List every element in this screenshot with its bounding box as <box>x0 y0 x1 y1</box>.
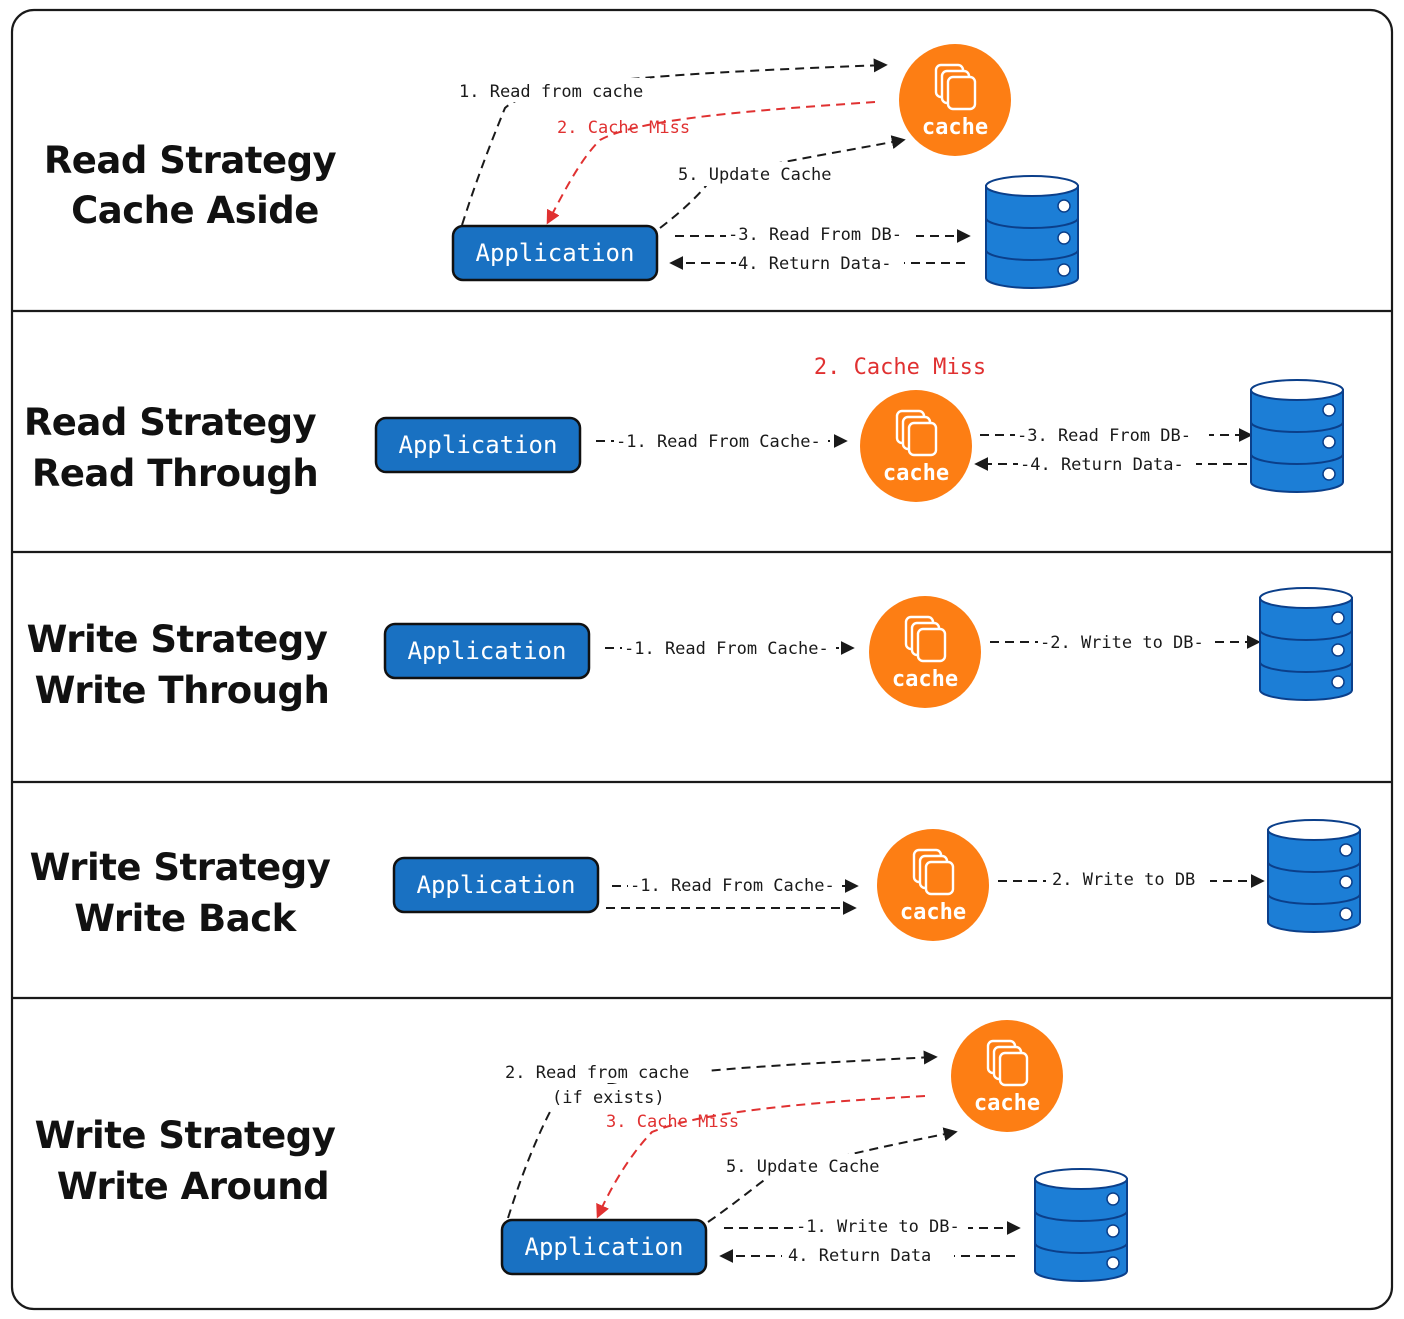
application-node: Application <box>451 224 659 282</box>
arrow-update-cache <box>659 135 906 229</box>
application-node: Application <box>374 416 582 474</box>
database-node <box>1250 379 1344 493</box>
label-return-data: -4. Return Data- <box>1020 455 1184 475</box>
label-return-data: 4. Return Data <box>788 1246 931 1266</box>
database-cylinder-icon <box>1034 1168 1128 1282</box>
panel-write-around: Write Strategy Write Around 2. Read from… <box>35 1018 1128 1282</box>
panel-title-line2: Write Around <box>57 1165 329 1208</box>
label-write-to-db: -1. Write to DB- <box>796 1217 960 1237</box>
cache-node: cache <box>897 42 1013 158</box>
label-read-from-cache: -1. Read From Cache- <box>624 639 829 659</box>
arrow-cache-miss <box>546 101 876 225</box>
cache-label: cache <box>974 1091 1040 1116</box>
cache-label: cache <box>892 667 958 692</box>
label-update-cache: 5. Update Cache <box>726 1157 880 1177</box>
cache-node: cache <box>867 594 983 710</box>
panel-title-line1: Write Strategy <box>27 618 328 661</box>
cache-node: cache <box>949 1018 1065 1134</box>
cache-node: cache <box>858 388 974 504</box>
panel-title-line1: Write Strategy <box>30 846 331 889</box>
label-cache-miss: 3. Cache Miss <box>606 1112 739 1132</box>
panel-title-line2: Write Through <box>35 669 330 712</box>
panel-write-back: Write Strategy Write Back -1. Read From … <box>30 819 1361 943</box>
label-if-exists: (if exists) <box>552 1088 665 1108</box>
panel-title-line1: Read Strategy <box>24 401 317 444</box>
application-node: Application <box>392 856 600 914</box>
database-cylinder-icon <box>1259 587 1353 701</box>
cache-node: cache <box>875 827 991 943</box>
cache-label: cache <box>900 900 966 925</box>
application-label: Application <box>408 637 567 665</box>
panel-write-through: Write Strategy Write Through -1. Read Fr… <box>27 587 1353 712</box>
database-node <box>1034 1168 1128 1282</box>
panel-title-line2: Read Through <box>32 452 318 495</box>
database-cylinder-icon <box>985 175 1079 289</box>
database-node <box>985 175 1079 289</box>
label-read-from-cache: -1. Read From Cache- <box>616 432 821 452</box>
database-cylinder-icon <box>1250 379 1344 493</box>
label-read-from-db: -3. Read From DB- <box>728 225 902 245</box>
label-read-from-cache: 1. Read from cache <box>459 82 643 102</box>
application-node: Application <box>383 622 591 680</box>
label-update-cache: 5. Update Cache <box>678 165 832 185</box>
label-cache-miss: 2. Cache Miss <box>814 355 986 380</box>
cache-label: cache <box>883 461 949 486</box>
application-node: Application <box>500 1218 708 1276</box>
label-return-data: 4. Return Data- <box>738 254 892 274</box>
panel-read-through: Read Strategy Read Through 2. Cache Miss… <box>24 355 1344 504</box>
label-read-from-db: -3. Read From DB- <box>1017 426 1191 446</box>
application-label: Application <box>417 871 576 899</box>
panel-title-line2: Write Back <box>74 897 297 940</box>
cache-label: cache <box>922 115 988 140</box>
database-node <box>1267 819 1361 933</box>
panel-title-line2: Cache Aside <box>71 189 319 232</box>
database-cylinder-icon <box>1267 819 1361 933</box>
label-read-from-cache: 2. Read from cache <box>505 1063 689 1083</box>
application-label: Application <box>399 431 558 459</box>
panel-title-line1: Write Strategy <box>35 1114 336 1157</box>
panel-cache-aside: Read Strategy Cache Aside 1. Read from c… <box>44 42 1079 289</box>
outer-frame <box>10 8 1394 1311</box>
label-cache-miss: 2. Cache Miss <box>557 118 690 138</box>
label-write-to-db: -2. Write to DB- <box>1040 633 1204 653</box>
application-label: Application <box>525 1233 684 1261</box>
panel-title-line1: Read Strategy <box>44 139 337 182</box>
application-label: Application <box>476 239 635 267</box>
label-write-to-db: 2. Write to DB <box>1052 870 1195 890</box>
arrow-cache-miss <box>596 1095 926 1219</box>
database-node <box>1259 587 1353 701</box>
label-read-from-cache: -1. Read From Cache- <box>630 876 835 896</box>
